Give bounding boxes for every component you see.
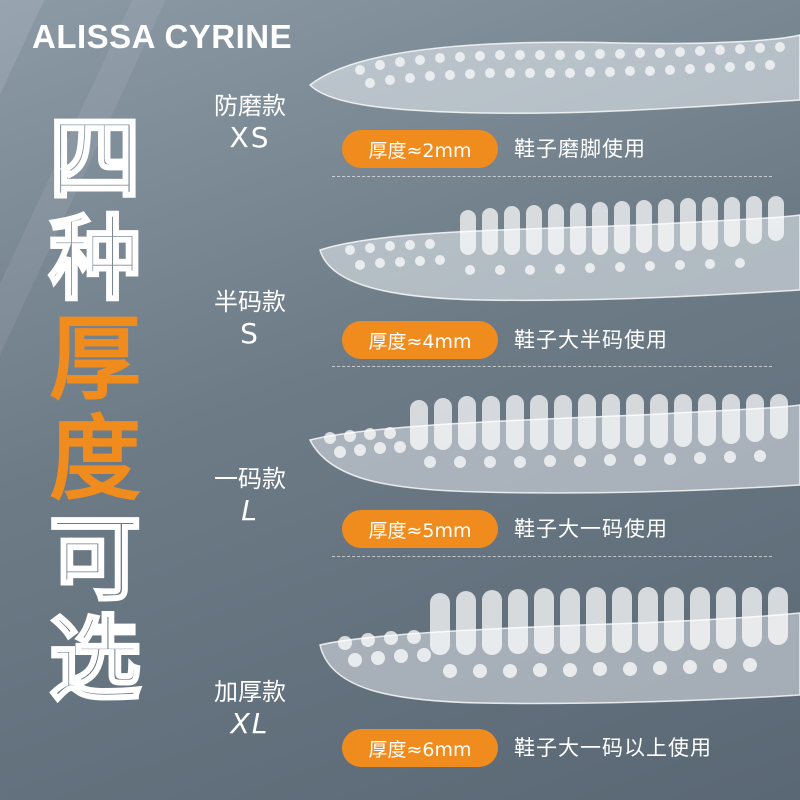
variant-xl-usage: 鞋子大一码以上使用 [514,736,712,760]
variant-xl-thickness-badge: 厚度≈6mm [342,729,498,767]
variant-xs-size: XS [229,121,271,154]
headline-char-6: 选 [47,606,142,713]
variant-xs-label: 防磨款 XS [200,90,300,154]
variant-l-usage: 鞋子大一码使用 [514,517,668,541]
variant-xl-name: 加厚款 [214,678,286,706]
variant-l-size: L [241,494,259,527]
headline-char-5: 可 [47,506,142,613]
insole-s-image [319,196,800,302]
divider [332,176,772,177]
variant-l-name: 一码款 [214,465,286,493]
variant-s-label: 半码款 S [200,286,300,350]
variant-xl-label: 加厚款 XL [200,676,300,740]
variant-s-usage: 鞋子大半码使用 [514,328,668,352]
variant-l-label: 一码款 L [200,463,300,527]
insole-xl-image [319,587,800,705]
variant-xs-thickness-badge: 厚度≈2mm [342,130,498,168]
headline-char-2: 种 [47,206,142,313]
divider [332,556,772,557]
headline: 四 种 厚 度 可 选 [40,106,150,713]
variant-xs-name: 防磨款 [214,92,286,120]
brand-logo: ALISSA CYRINE [32,18,293,55]
headline-char-4: 度 [48,406,141,513]
headline-char-3: 厚 [48,306,141,413]
headline-char-1: 四 [47,106,142,213]
variant-xs-usage: 鞋子磨脚使用 [514,137,646,161]
divider [332,366,772,367]
variant-s-thickness-badge: 厚度≈4mm [342,321,498,359]
variant-xl-size: XL [230,707,270,740]
variant-s-name: 半码款 [214,288,286,316]
insole-l-image [308,394,800,494]
variant-l-thickness-badge: 厚度≈5mm [342,510,498,548]
insole-xs-image [308,34,800,114]
variant-s-size: S [240,317,260,350]
